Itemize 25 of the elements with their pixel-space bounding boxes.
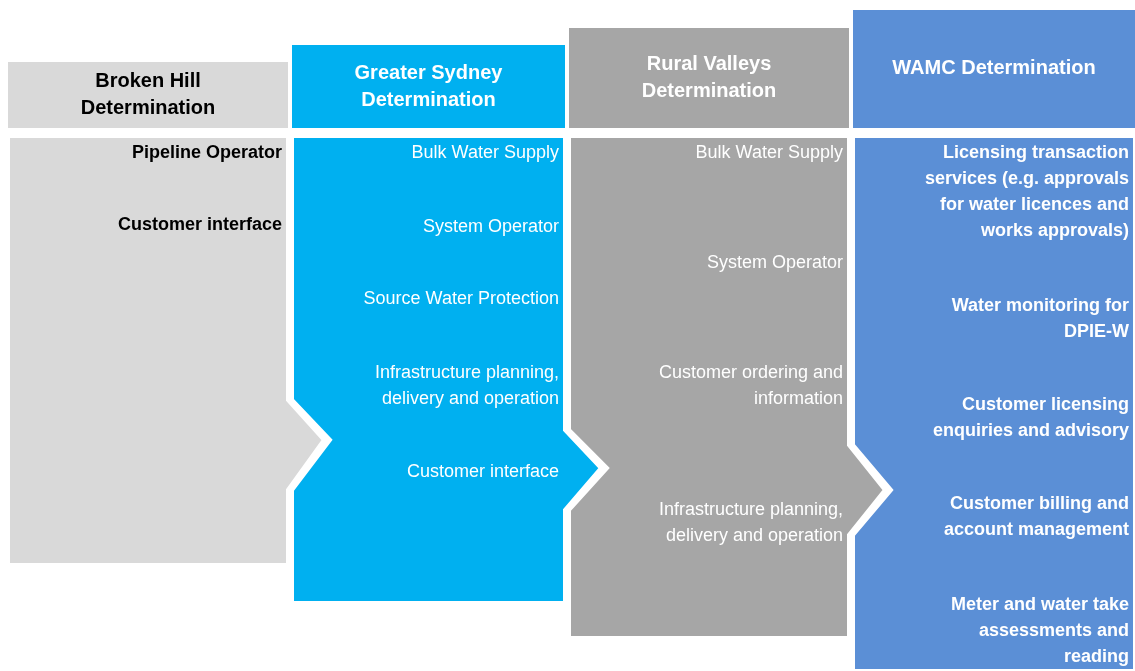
column-heading: Greater Sydney Determination [353, 60, 504, 112]
item-text: Customer ordering and information [657, 361, 843, 410]
header-band [569, 28, 849, 128]
item-text: Customer billing and account management [942, 492, 1129, 541]
item-text: Source Water Protection [363, 287, 559, 310]
item-text: Customer interface [406, 460, 559, 483]
item-text: Bulk Water Supply [411, 141, 559, 164]
item-text: Water monitoring for DPIE-W [950, 294, 1129, 343]
header-band [853, 10, 1135, 128]
item-text: Customer interface [117, 213, 282, 236]
header-band [8, 62, 288, 128]
item-text: Customer licensing enquiries and advisory [931, 393, 1129, 442]
column-heading: Broken Hill Determination [79, 68, 217, 120]
item-text: Meter and water take assessments and reading [949, 593, 1129, 668]
item-text: Infrastructure planning, delivery and operation [657, 498, 843, 547]
column-heading: WAMC Determination [891, 55, 1097, 80]
item-text: Infrastructure planning, delivery and operation [373, 361, 559, 410]
item-text: System Operator [706, 251, 843, 274]
column-heading: Rural Valleys Determination [640, 51, 778, 103]
chevron-panel [853, 136, 1135, 671]
header-band [292, 45, 565, 128]
item-text: Bulk Water Supply [695, 141, 843, 164]
item-text: System Operator [422, 215, 559, 238]
item-text: Pipeline Operator [131, 141, 282, 164]
item-text: Licensing transaction services (e.g. approvals for water licences and works approvals) [923, 141, 1129, 242]
